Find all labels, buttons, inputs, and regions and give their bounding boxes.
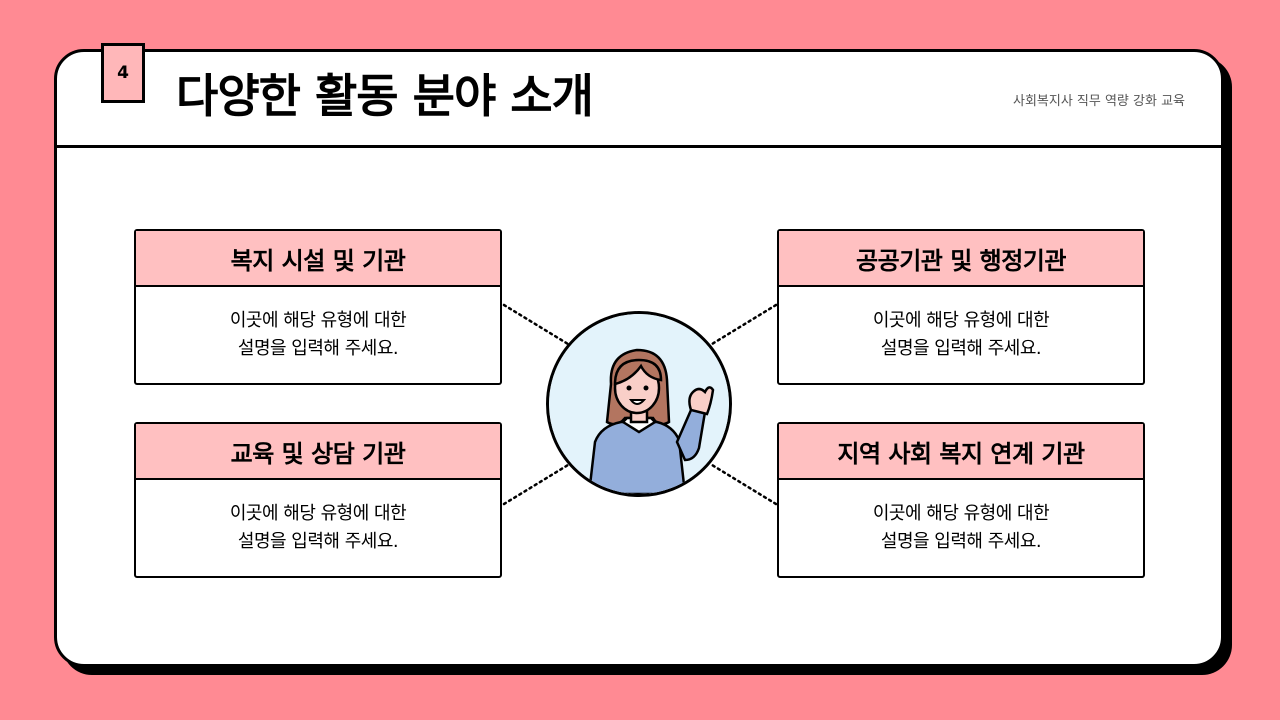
- category-box-public-institutions: 공공기관 및 행정기관 이곳에 해당 유형에 대한 설명을 입력해 주세요.: [777, 229, 1145, 385]
- description-line-1: 이곳에 해당 유형에 대한: [229, 503, 407, 524]
- description-line-2: 설명을 입력해 주세요.: [880, 338, 1042, 359]
- category-description: 이곳에 해당 유형에 대한 설명을 입력해 주세요.: [779, 287, 1143, 383]
- category-box-welfare-facilities: 복지 시설 및 기관 이곳에 해당 유형에 대한 설명을 입력해 주세요.: [134, 229, 502, 385]
- category-box-community-welfare: 지역 사회 복지 연계 기관 이곳에 해당 유형에 대한 설명을 입력해 주세요…: [777, 422, 1145, 578]
- category-title: 지역 사회 복지 연계 기관: [779, 424, 1143, 480]
- waving-woman-illustration: [546, 311, 732, 497]
- page-number-badge: 4: [101, 43, 145, 103]
- category-description: 이곳에 해당 유형에 대한 설명을 입력해 주세요.: [779, 480, 1143, 576]
- connector-bottom-right: [710, 463, 778, 506]
- person-icon: [549, 314, 729, 494]
- category-description: 이곳에 해당 유형에 대한 설명을 입력해 주세요.: [136, 480, 500, 576]
- category-box-education-counseling: 교육 및 상담 기관 이곳에 해당 유형에 대한 설명을 입력해 주세요.: [134, 422, 502, 578]
- category-title: 공공기관 및 행정기관: [779, 231, 1143, 287]
- header-divider: [57, 145, 1221, 148]
- description-line-2: 설명을 입력해 주세요.: [237, 531, 399, 552]
- description-line-1: 이곳에 해당 유형에 대한: [872, 310, 1050, 331]
- connector-top-right: [710, 303, 778, 346]
- page-number: 4: [117, 63, 129, 83]
- description-line-2: 설명을 입력해 주세요.: [237, 338, 399, 359]
- page-subtitle: 사회복지사 직무 역량 강화 교육: [1012, 94, 1185, 109]
- category-description: 이곳에 해당 유형에 대한 설명을 입력해 주세요.: [136, 287, 500, 383]
- category-title: 복지 시설 및 기관: [136, 231, 500, 287]
- category-title: 교육 및 상담 기관: [136, 424, 500, 480]
- connector-top-left: [502, 303, 570, 346]
- connector-bottom-left: [502, 463, 570, 506]
- description-line-1: 이곳에 해당 유형에 대한: [872, 503, 1050, 524]
- page-title: 다양한 활동 분야 소개: [176, 69, 594, 123]
- description-line-1: 이곳에 해당 유형에 대한: [229, 310, 407, 331]
- description-line-2: 설명을 입력해 주세요.: [880, 531, 1042, 552]
